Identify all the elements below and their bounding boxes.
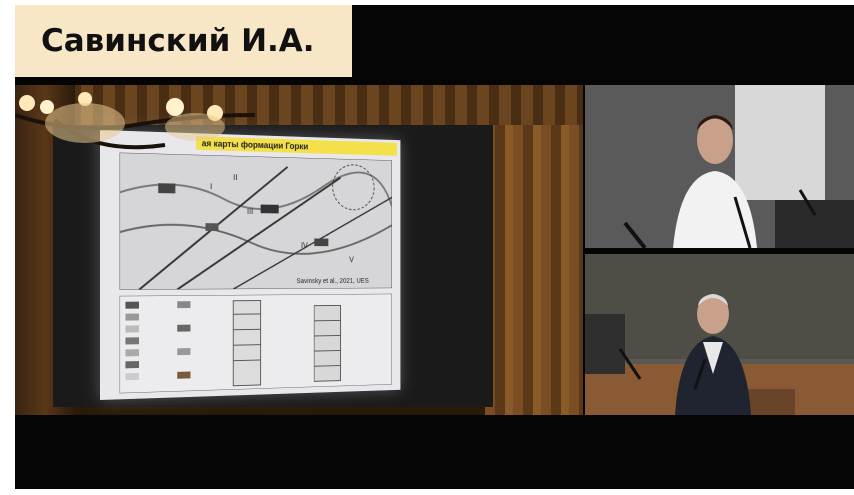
projected-slide: ая карты формации Горки I II III IV V Sa… [100, 130, 401, 400]
presentation-video: ая карты формации Горки I II III IV V Sa… [15, 85, 583, 415]
map-label-i: I [210, 182, 212, 191]
chandelier [15, 92, 255, 150]
curtain-right [485, 125, 583, 415]
geological-map: I II III IV V Savinsky et al., 2021, UES [119, 152, 392, 290]
chair-scene [585, 254, 854, 415]
speaker-name-badge: Савинский И.А. [15, 5, 352, 77]
letterbox-bottom [15, 415, 854, 489]
slide-citation: Savinsky et al., 2021, UES [297, 278, 370, 285]
map-label-v: V [349, 256, 354, 264]
chair-camera [585, 254, 854, 415]
map-label-iv: IV [301, 241, 308, 250]
map-label-ii: II [233, 173, 237, 182]
video-frame: ая карты формации Горки I II III IV V Sa… [15, 5, 854, 489]
map-legend [119, 293, 392, 394]
speaker-name: Савинский И.А. [41, 23, 315, 59]
map-label-iii: III [247, 207, 253, 216]
speaker-camera [585, 85, 854, 248]
speaker-scene [585, 85, 854, 248]
